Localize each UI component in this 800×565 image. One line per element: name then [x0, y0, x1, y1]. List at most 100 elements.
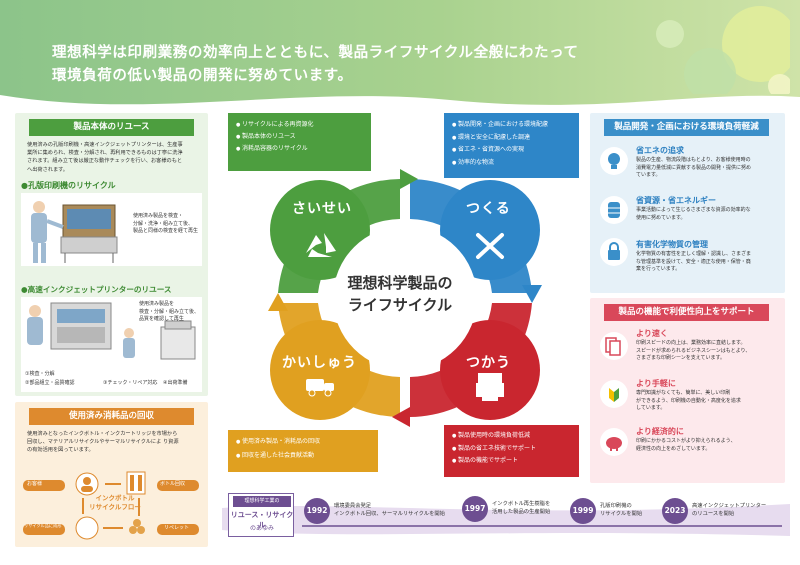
product-reuse-panel: 製品本体のリユース 使用済みの孔版印刷機・高速インクジェットプリンターは、生産事…: [15, 113, 208, 396]
panel-text: 使用済みの孔版印刷機・高速インクジェットプリンターは、生産事 業所に集められ、検…: [27, 141, 199, 174]
tools-icon: [476, 233, 504, 259]
saisei-bullets: リサイクルによる再資源化 製品本体のリユース 消耗品容器のリサイクル: [228, 113, 371, 171]
caption-line: 分解・洗浄・組み立て後、: [133, 220, 194, 227]
bullet-item: 製品の省エネ技術でサポート: [452, 443, 571, 456]
caption-line: 使用済み製品を検査・: [133, 213, 184, 219]
text-line: 化学物質の有害性を正しく理解・認識し、さまざま: [636, 251, 752, 257]
flow-molding: リサイクル品に成形: [24, 523, 62, 528]
panel-title: 製品開発・企画における環境負荷軽減: [604, 119, 769, 136]
item-text: 事業活動によって生じるさまざまな資源の効率的な 使用に努めています。: [636, 207, 781, 222]
bullet-item: 製品本体のリユース: [236, 131, 363, 143]
label-kaishu: かいしゅう: [282, 355, 357, 371]
bullet-item: 使用済み製品・消耗品の回収: [236, 435, 370, 449]
year-1999: 1999: [570, 498, 596, 524]
inkjet-reuse-heading: ●高速インクジェットプリンターのリユース: [21, 285, 172, 294]
header-line-1: 理想科学は印刷業務の効率向上とともに、製品ライフサイクル全般にわたって: [52, 45, 579, 61]
text-line: の有効活用を図っています。: [27, 447, 94, 454]
lifecycle-title: 理想科学製品の ライフサイクル: [330, 272, 470, 316]
consumables-collection-panel: 使用済み消耗品の回収 使用済みとなったインクボトル・インクカートリッジを市場から…: [15, 402, 208, 547]
history-timeline: 理想科学工業の リユース・リサイクル のあゆみ 1992 環境委員会発足 インク…: [222, 490, 790, 540]
text-line: 印刷スピードの向上は、業務効率に直結します。: [636, 340, 746, 346]
recycle-icon: [306, 233, 336, 257]
event-line: のリユースを開始: [692, 511, 735, 517]
header-message: 理想科学は印刷業務の効率向上とともに、製品ライフサイクル全般にわたって 環境負荷…: [52, 42, 612, 88]
flow-bottle-collection: ボトル回収: [160, 481, 186, 487]
inkjet-illustration-box: 使用済み製品を 検査・分解・組み立て後、 品質を確認して再生 ①検査・分解 ②部…: [21, 297, 202, 392]
event-line: 高速インクジェットプリンター: [692, 503, 767, 509]
year-1997: 1997: [462, 496, 488, 522]
item-head: より速く: [636, 329, 668, 338]
text-line: 経済性の向上をめざしています。: [636, 445, 711, 452]
caption-line: 品質を確認して再生: [139, 316, 184, 322]
flow-customer: お客様: [27, 481, 43, 487]
piggy-bank-icon: [600, 428, 628, 456]
bullet-item: 製品使用時の環境負荷低減: [452, 430, 571, 443]
event-line: インクボトル再生樹脂を: [492, 501, 551, 507]
stencil-illustration-box: 使用済み製品を検査・ 分解・洗浄・組み立て後、 製品と同様の検査を経て再生: [21, 193, 202, 266]
item-head: より手軽に: [636, 379, 676, 388]
caption-line: 製品と同様の検査を経て再生: [133, 228, 199, 234]
year-1992: 1992: [304, 498, 330, 524]
text-line: スピードが求められるビジネスシーンはもとより、: [636, 347, 751, 354]
step-1: ①検査・分解: [25, 371, 55, 377]
label-line-2: リユース・リサイクル: [230, 511, 294, 529]
step-4: ④出荷準備: [163, 380, 188, 386]
item-text: 専門知識がなくても、簡単に、美しい印刷 ができるよう、印刷機の自動化・高度化を追…: [636, 390, 781, 413]
inkjet-process-illustration: [27, 302, 196, 360]
text-line: 印刷にかかるコストがより抑えられるよう、: [636, 438, 736, 444]
label-line-1: 理想科学工業の: [233, 496, 291, 507]
barrel-icon: [600, 196, 628, 224]
text-line: 事業活動によって生じるさまざまな資源の効率的な: [636, 207, 751, 213]
bulb-icon: [600, 147, 628, 175]
decorative-dots: [656, 6, 790, 94]
label-saisei: さいせい: [292, 201, 352, 217]
caption-line: 使用済み製品を: [139, 301, 175, 307]
text-line: へ出荷されます。: [27, 166, 68, 173]
flow-title-line: リサイクルフロー: [89, 503, 141, 511]
event-line: インクボトル回収、サーマルリサイクルを開始: [334, 511, 445, 517]
saisei-circle: [270, 180, 370, 280]
step-2: ②部品組立・品質確認: [25, 380, 75, 386]
beginner-mark-icon: [600, 380, 628, 408]
bullet-item: 環境と安全に配慮した調達: [452, 132, 571, 145]
item-head: 省エネの追求: [636, 146, 684, 155]
lock-icon: [600, 238, 628, 266]
text-line: ができるよう、印刷機の自動化・高度化を追求: [636, 397, 741, 404]
event-1997: インクボトル再生樹脂を 活用した製品の生産開始: [492, 500, 550, 516]
tsukuru-circle: [440, 180, 540, 280]
timeline-ribbon: [222, 504, 790, 536]
item-text: 製品の生産、物流段階はもとより、お客様使用時の 消費電力量低減に貢献する製品の開…: [636, 157, 781, 180]
text-line: 使用済みの孔版印刷機・高速インクジェットプリンターは、生産事: [27, 142, 183, 148]
text-line: 消費電力量低減に貢献する製品の開発・提供に努め: [636, 164, 752, 171]
worker-machine-illustration: [31, 201, 118, 263]
item-head: 省資源・省エネルギー: [636, 196, 716, 205]
flow-repellet: リペレット: [164, 525, 190, 531]
stencil-caption: 使用済み製品を検査・ 分解・洗浄・組み立て後、 製品と同様の検査を経て再生: [133, 213, 198, 236]
tsukau-circle: [440, 320, 540, 420]
item-text: 化学物質の有害性を正しく理解・認識し、さまざま な管理基準を設けて、安全・適正な…: [636, 251, 781, 274]
panel-text: 使用済みとなったインクボトル・インクカートリッジを市場から 回収し、マテリアルリ…: [27, 430, 203, 455]
bullet-item: 省エネ・省資源への実現: [452, 144, 571, 157]
title-line-2: ライフサイクル: [347, 296, 453, 314]
bullet-item: 製品の機能でサポート: [452, 455, 571, 468]
year-2023: 2023: [662, 498, 688, 524]
kaishu-circle: [270, 320, 370, 420]
env-load-reduction-panel: 製品開発・企画における環境負荷軽減 省エネの追求 製品の生産、物流段階はもとより…: [590, 113, 785, 293]
tsukau-bullets: 製品使用時の環境負荷低減 製品の省エネ技術でサポート 製品の機能でサポート: [444, 425, 579, 477]
text-line: ています。: [636, 172, 661, 179]
text-line: 製品の生産、物流段階はもとより、お客様使用時の: [636, 157, 751, 163]
center-circle: [333, 226, 477, 370]
step-3: ③チェック・リペア対応: [103, 380, 158, 386]
text-line: さまざまな印刷シーンを支えています。: [636, 355, 726, 362]
text-line: されます。組み立て後は厳正な動作チェックを行い、お客様のもと: [27, 158, 183, 165]
bullet-item: 効率的な物流: [452, 157, 571, 170]
flow-title-line: インクボトル: [95, 494, 135, 502]
event-line: リサイクルを開始: [600, 511, 643, 517]
caption-line: 検査・分解・組み立て後、: [139, 308, 200, 315]
kaishu-bullets: 使用済み製品・消耗品の回収 回収を通した社会貢献活動: [228, 430, 378, 472]
text-line: 業所に集められ、検査・分解され、再利用できるものは丁寧に洗浄: [27, 150, 183, 157]
printer-icon: [476, 373, 504, 401]
panel-title: 製品の機能で利便性向上をサポート: [604, 304, 769, 321]
item-head: 有害化学物質の管理: [636, 240, 708, 249]
flow-title: インクボトル リサイクルフロー: [85, 494, 145, 512]
